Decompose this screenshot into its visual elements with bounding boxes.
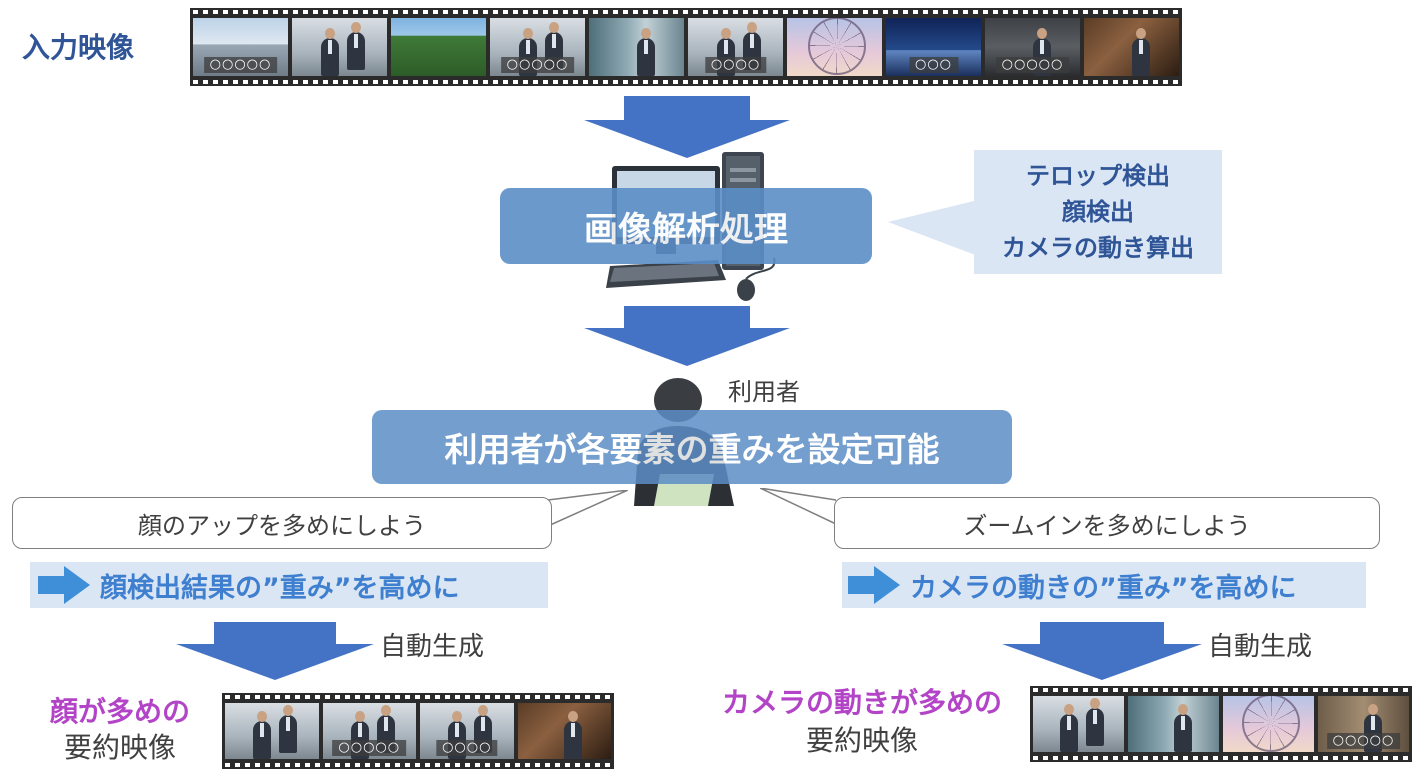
frame-caption: ○○○○○ — [995, 57, 1070, 73]
video-frame: ○○○○○ — [322, 703, 416, 759]
frame-caption: ○○○○○ — [332, 740, 407, 756]
right-action-text: カメラの動きの”重み”を高めに — [910, 572, 1297, 604]
right-result-label: カメラの動きが多めの 要約映像 — [706, 684, 1018, 760]
ferris-wheel — [807, 18, 866, 75]
user-label: 利用者 — [728, 378, 800, 406]
video-frame: ○○○○○ — [490, 18, 585, 76]
left-action-text: 顔検出結果の”重み”を高めに — [100, 572, 460, 604]
image-analysis-title: 画像解析処理 — [584, 209, 788, 250]
user-weight-setting-box: 利用者が各要素の重みを設定可能 — [372, 410, 1012, 484]
video-frame: ○○○○ — [420, 703, 514, 759]
input-video-label: 入力映像 — [22, 31, 135, 64]
video-frame — [1223, 696, 1314, 752]
video-frame: ○○○○○ — [193, 18, 288, 76]
person-figure — [347, 22, 366, 70]
right-arrow-icon — [848, 566, 900, 604]
person-figure — [279, 705, 298, 753]
frame-caption: ○○○ — [908, 57, 959, 73]
left-action-bar: 顔検出結果の”重み”を高めに — [30, 562, 548, 608]
left-result-highlight: 顔が多めの — [49, 695, 190, 728]
frame-caption: ○○○○○ — [1326, 733, 1401, 749]
right-action-bar: カメラの動きの”重み”を高めに — [842, 562, 1366, 608]
video-frame — [517, 703, 611, 759]
left-auto-generate-label: 自動生成 — [380, 632, 485, 662]
left-speech-text: 顔のアップを多めにしよう — [138, 511, 426, 540]
video-frame — [1033, 696, 1124, 752]
video-frame: ○○○○○ — [1318, 696, 1409, 752]
video-frame — [1084, 18, 1179, 76]
down-arrow-icon — [584, 96, 790, 158]
user-weight-setting-text: 利用者が各要素の重みを設定可能 — [444, 430, 940, 469]
right-speech-bubble: ズームインを多めにしよう — [834, 497, 1380, 549]
down-arrow-icon — [176, 622, 374, 680]
callout-line-face: 顔検出 — [1062, 198, 1134, 226]
input-film-strip: ○○○○○○○○○○○○○○○○○○○○○○ — [190, 8, 1182, 86]
video-frame: ○○○ — [886, 18, 981, 76]
right-result-highlight: カメラの動きが多めの — [721, 686, 1002, 719]
frame-caption: ○○○○○ — [203, 57, 278, 73]
video-frame: ○○○○○ — [985, 18, 1080, 76]
person-figure — [1085, 698, 1104, 746]
callout-line-telop: テロップ検出 — [1026, 162, 1170, 190]
person-figure — [1173, 704, 1192, 752]
frame-caption: ○○○○○ — [500, 57, 575, 73]
video-frame — [292, 18, 387, 76]
person-figure — [1060, 704, 1079, 752]
left-speech-tail — [548, 490, 628, 527]
down-arrow-icon — [584, 306, 790, 366]
person-figure — [253, 711, 272, 759]
frame-caption: ○○○○ — [704, 57, 767, 73]
left-speech-bubble: 顔のアップを多めにしよう — [12, 497, 552, 549]
person-figure — [1131, 28, 1150, 76]
right-auto-generate-label: 自動生成 — [1208, 632, 1313, 662]
right-speech-tail — [760, 488, 836, 525]
video-frame: ○○○○ — [688, 18, 783, 76]
video-frame — [225, 703, 319, 759]
right-summary-film-strip: ○○○○○ — [1030, 686, 1412, 762]
video-frame — [787, 18, 882, 76]
image-analysis-box: 画像解析処理 — [500, 188, 872, 264]
left-result-label: 顔が多めの 要約映像 — [22, 694, 218, 766]
right-result-summary: 要約映像 — [805, 724, 918, 757]
person-figure — [320, 28, 339, 76]
right-speech-text: ズームインを多めにしよう — [963, 511, 1251, 540]
callout-pointer — [888, 200, 978, 256]
callout-line-camera: カメラの動き算出 — [1002, 234, 1194, 262]
video-frame — [589, 18, 684, 76]
left-summary-film-strip: ○○○○○○○○○ — [222, 693, 614, 769]
video-frame — [391, 18, 486, 76]
ferris-wheel — [1241, 696, 1300, 752]
right-arrow-icon — [38, 566, 90, 604]
video-frame — [1128, 696, 1219, 752]
down-arrow-icon — [1002, 622, 1202, 680]
left-result-summary: 要約映像 — [63, 731, 176, 764]
person-figure — [564, 711, 583, 759]
person-figure — [636, 28, 655, 76]
analysis-callout: テロップ検出 顔検出 カメラの動き算出 — [974, 150, 1222, 274]
frame-caption: ○○○○ — [436, 740, 498, 756]
